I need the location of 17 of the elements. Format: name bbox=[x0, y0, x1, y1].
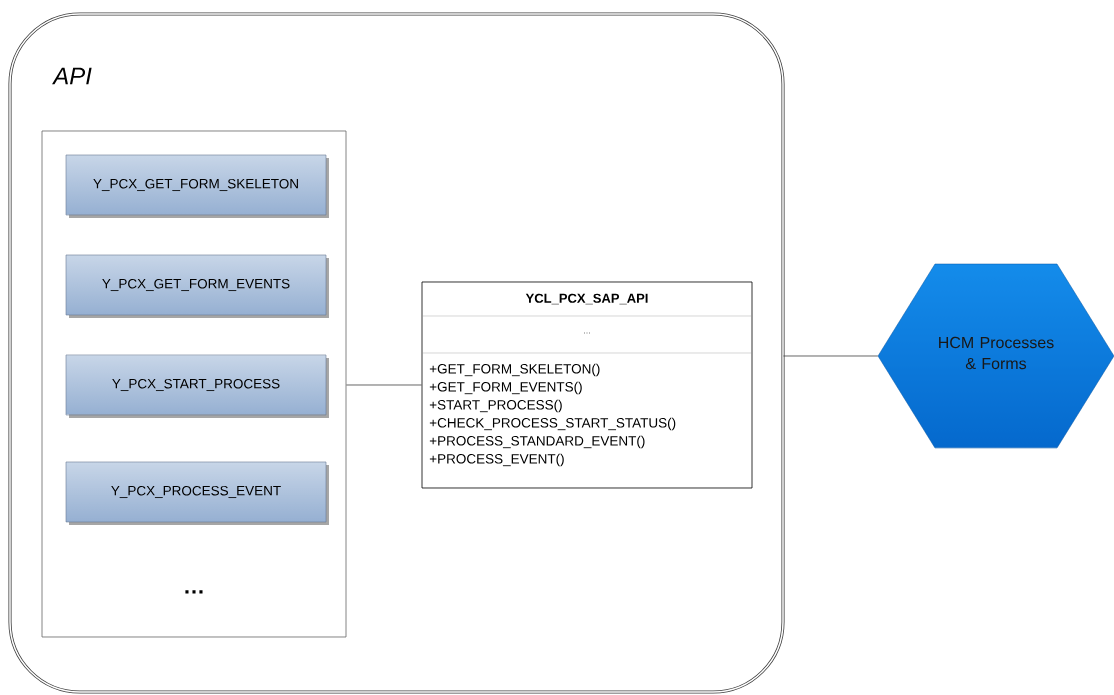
method-text: +PROCESS_STANDARD_EVENT() bbox=[429, 435, 645, 449]
connector-line bbox=[783, 355, 879, 357]
function-box: Y_PCX_GET_FORM_EVENTS bbox=[65, 254, 329, 318]
method-text: +PROCESS_EVENT() bbox=[429, 453, 564, 467]
connector-line bbox=[346, 384, 422, 386]
ellipsis: … bbox=[185, 590, 203, 594]
method-text: +START_PROCESS() bbox=[429, 399, 562, 413]
container-title: API bbox=[52, 67, 92, 85]
attributes-text: ... bbox=[584, 332, 590, 334]
hexagon: HCM Processes & Forms bbox=[877, 263, 1114, 449]
method-text: +GET_FORM_EVENTS() bbox=[429, 381, 582, 395]
function-box: Y_PCX_PROCESS_EVENT bbox=[65, 461, 329, 525]
class-name: YCL_PCX_SAP_API bbox=[525, 293, 648, 305]
function-box: Y_PCX_START_PROCESS bbox=[65, 354, 329, 418]
method-text: +CHECK_PROCESS_START_STATUS() bbox=[429, 417, 676, 431]
method-text: +GET_FORM_SKELETON() bbox=[429, 363, 600, 377]
function-box: Y_PCX_GET_FORM_SKELETON bbox=[65, 154, 329, 218]
